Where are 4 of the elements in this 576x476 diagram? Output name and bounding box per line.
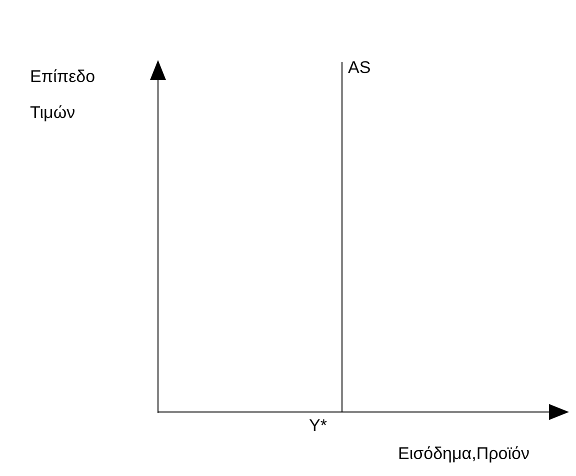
axis-title: Εισόδημα,Προϊόν bbox=[398, 443, 530, 465]
curve-label: AS bbox=[348, 57, 371, 79]
axis-title: Επίπεδο Τιμών bbox=[30, 66, 96, 124]
axis-tick-label: Y* bbox=[309, 415, 327, 437]
